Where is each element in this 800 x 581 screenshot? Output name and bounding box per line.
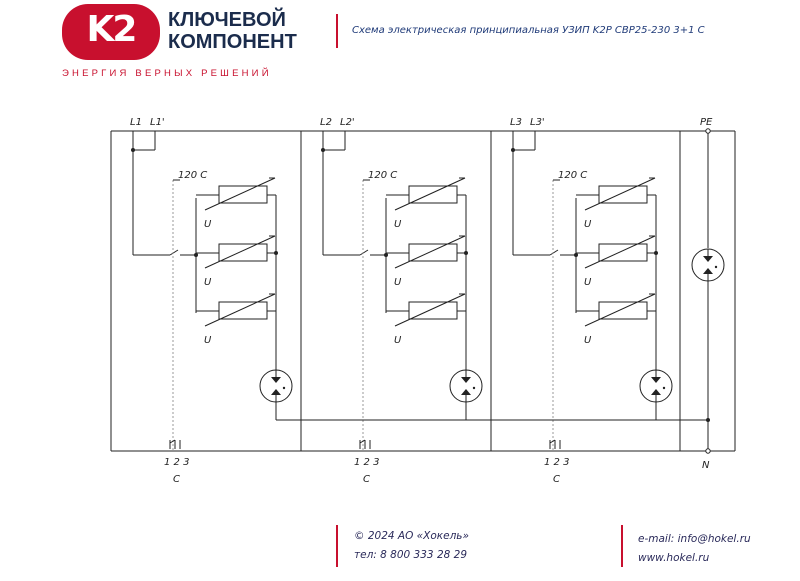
varistor-u-label: U	[394, 219, 402, 230]
varistor-u-label: U	[394, 335, 402, 346]
gdt-arrow-up	[271, 389, 281, 395]
phase-in-label: L3	[510, 117, 522, 128]
varistor-diagonal	[394, 235, 466, 269]
footer-copyright: © 2024 АО «Хокель»	[354, 530, 469, 542]
phase-out-label: L2'	[340, 117, 355, 128]
varistor-u-label: U	[584, 335, 592, 346]
contact-numbers: 1 2 3	[354, 457, 379, 468]
k2-logo-mark: K2	[62, 4, 160, 60]
varistor-u-label: U	[204, 335, 212, 346]
gdt-arrow-down	[461, 377, 471, 383]
signal-contact	[359, 439, 371, 449]
logo-mark-text: K2	[86, 9, 138, 50]
gdt-arrow-up	[651, 389, 661, 395]
gdt-arrow-down	[651, 377, 661, 383]
varistor-node	[194, 253, 198, 257]
phase-out-label: L1'	[150, 117, 165, 128]
gdt-arrow-down	[703, 256, 713, 262]
phase-in-label: L1	[130, 117, 142, 128]
varistor-diagonal	[584, 293, 656, 327]
footer-phone: тел: 8 800 333 28 29	[354, 549, 467, 561]
brand-line-2: КОМПОНЕНТ	[168, 31, 297, 53]
signal-contact	[169, 439, 181, 449]
footer-email[interactable]: e-mail: info@hokel.ru	[638, 533, 751, 545]
varistor-out-node	[654, 251, 658, 255]
contact-label: C	[173, 474, 180, 485]
header-divider	[336, 14, 338, 48]
pe-junction	[706, 418, 710, 422]
thermal-label: 120 С	[368, 170, 397, 181]
varistor-node	[384, 253, 388, 257]
varistor-diagonal	[584, 235, 656, 269]
varistor-u-label: U	[584, 277, 592, 288]
gdt-arrow-up	[461, 389, 471, 395]
pe-terminal	[705, 128, 711, 134]
pe-label: PE	[700, 117, 713, 128]
thermal-label: 120 С	[178, 170, 207, 181]
thermal-switch-blade	[549, 249, 559, 256]
varistor-diagonal	[204, 177, 276, 211]
varistor-out-node	[464, 251, 468, 255]
thermal-switch-blade	[359, 249, 369, 256]
brand-tagline: ЭНЕРГИЯ ВЕРНЫХ РЕШЕНИЙ	[62, 68, 272, 79]
varistor-diagonal	[204, 235, 276, 269]
brand-name: КЛЮЧЕВОЙ КОМПОНЕНТ	[168, 9, 297, 53]
varistor-diagonal	[394, 177, 466, 211]
footer-website[interactable]: www.hokel.ru	[638, 552, 710, 564]
contact-numbers: 1 2 3	[544, 457, 569, 468]
brand-line-1: КЛЮЧЕВОЙ	[168, 9, 286, 31]
thermal-label: 120 С	[558, 170, 587, 181]
varistor-diagonal	[394, 293, 466, 327]
varistor-u-label: U	[394, 277, 402, 288]
gdt-dot	[472, 386, 476, 390]
contact-numbers: 1 2 3	[164, 457, 189, 468]
gdt-dot	[714, 265, 718, 269]
footer-divider-right	[621, 525, 623, 567]
varistor-u-label: U	[204, 219, 212, 230]
varistor-node	[574, 253, 578, 257]
varistor-diagonal	[584, 177, 656, 211]
n-label: N	[702, 460, 710, 471]
gdt-arrow-down	[271, 377, 281, 383]
gdt-dot	[282, 386, 286, 390]
contact-label: C	[553, 474, 560, 485]
document-title: Схема электрическая принципиальная УЗИП …	[352, 25, 705, 36]
phase-in-label: L2	[320, 117, 332, 128]
gdt-arrow-up	[703, 268, 713, 274]
varistor-u-label: U	[204, 277, 212, 288]
n-terminal	[705, 448, 711, 454]
varistor-diagonal	[204, 293, 276, 327]
thermal-switch-blade	[169, 249, 179, 256]
contact-label: C	[363, 474, 370, 485]
varistor-u-label: U	[584, 219, 592, 230]
phase-out-label: L3'	[530, 117, 545, 128]
signal-contact	[549, 439, 561, 449]
gdt-dot	[662, 386, 666, 390]
varistor-out-node	[274, 251, 278, 255]
footer-divider-left	[336, 525, 338, 567]
